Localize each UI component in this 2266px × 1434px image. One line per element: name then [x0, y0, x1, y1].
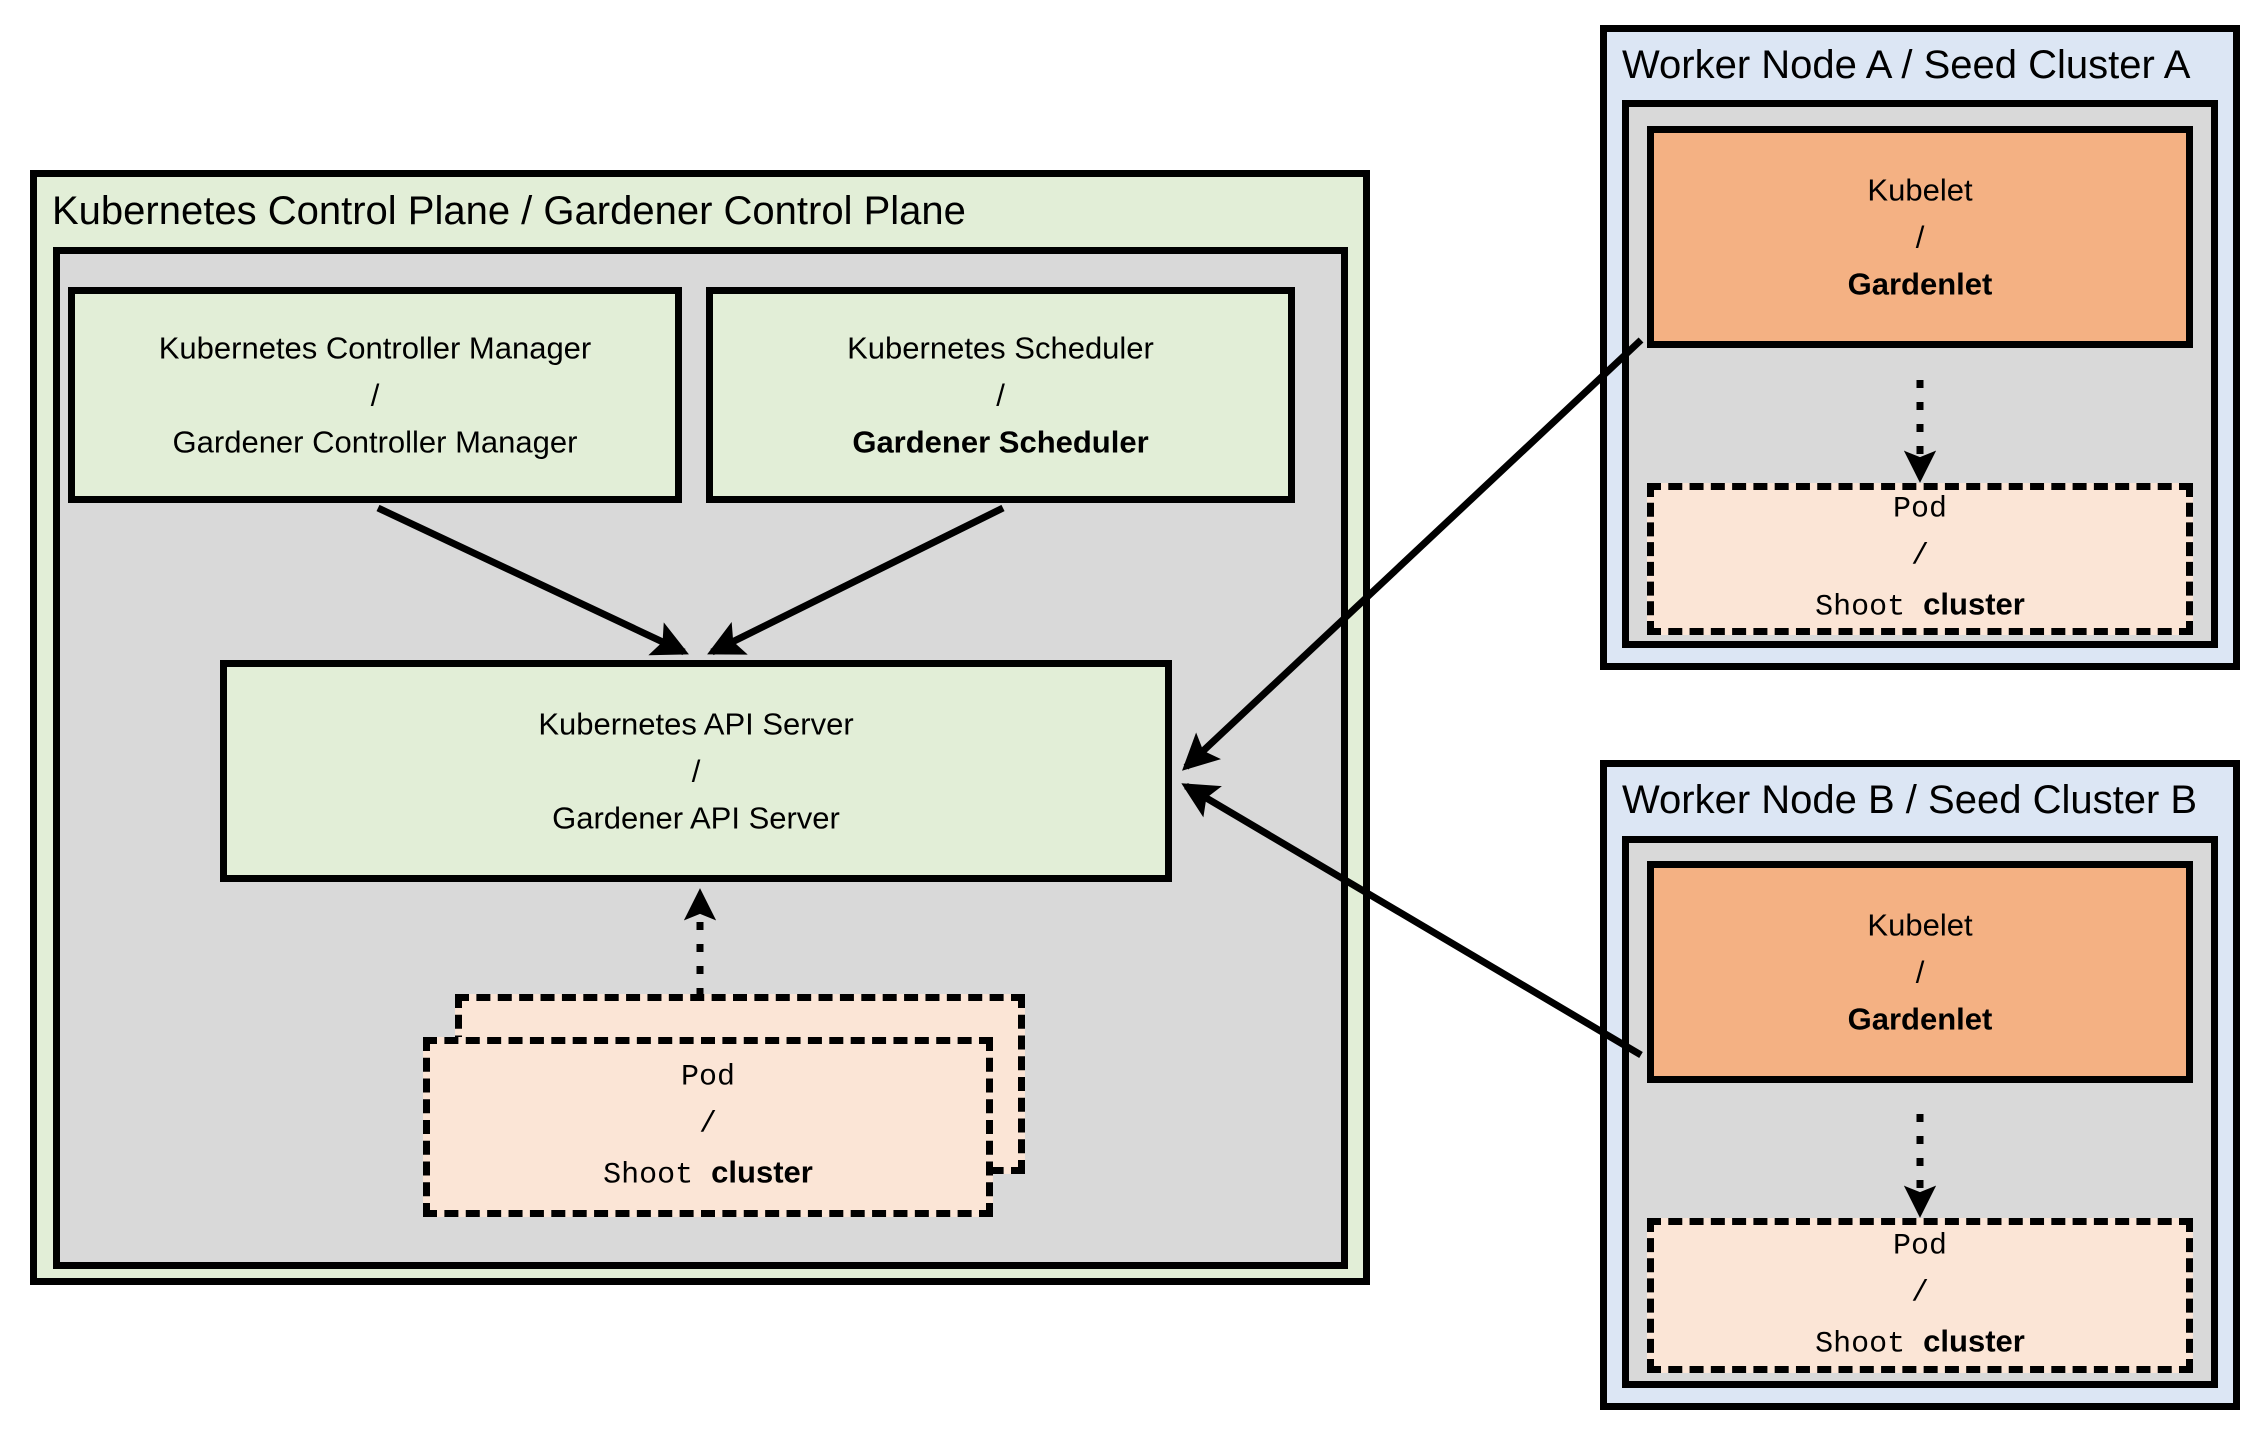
- control-plane-pod-cluster: cluster: [711, 1154, 813, 1190]
- controller-manager-separator: /: [370, 377, 380, 413]
- control-plane-pod-separator: /: [698, 1107, 717, 1142]
- worker-node-b-kubelet-separator: /: [1915, 954, 1925, 990]
- api-server-line1: Kubernetes API Server: [538, 706, 854, 742]
- kubernetes-api-server-box[interactable]: Kubernetes API Server / Gardener API Ser…: [220, 660, 1172, 882]
- worker-node-a-kubelet-line1: Kubelet: [1867, 172, 1973, 208]
- worker-node-a-pod-line1: Pod: [1892, 492, 1947, 527]
- control-plane-title: Kubernetes Control Plane / Gardener Cont…: [52, 189, 966, 233]
- scheduler-line1: Kubernetes Scheduler: [847, 330, 1154, 366]
- worker-node-b-kubelet-box[interactable]: Kubelet / Gardenlet: [1647, 861, 2193, 1083]
- control-plane-pod-shoot: Shoot: [603, 1158, 712, 1193]
- worker-node-b-kubelet-line1: Kubelet: [1867, 907, 1973, 943]
- controller-manager-line1: Kubernetes Controller Manager: [158, 330, 592, 366]
- worker-node-a-pod-separator: /: [1910, 539, 1929, 574]
- control-plane-pod-line1: Pod: [680, 1060, 735, 1095]
- controller-manager-label: Kubernetes Controller Manager / Gardener…: [75, 325, 675, 466]
- worker-node-a-pod-shoot: Shoot: [1815, 590, 1924, 625]
- worker-node-a-kubelet-box[interactable]: Kubelet / Gardenlet: [1647, 126, 2193, 348]
- worker-node-b-pod[interactable]: Pod / Shoot cluster: [1647, 1218, 2193, 1373]
- worker-node-a-kubelet-separator: /: [1915, 219, 1925, 255]
- worker-node-a-pod[interactable]: Pod / Shoot cluster: [1647, 483, 2193, 635]
- controller-manager-line2: Gardener Controller Manager: [172, 424, 578, 460]
- worker-node-a-pod-cluster: cluster: [1923, 586, 2025, 622]
- worker-node-a-pod-label: Pod / Shoot cluster: [1654, 487, 2186, 632]
- control-plane-pod-line2: Shoot cluster: [430, 1149, 986, 1200]
- worker-node-a-gardenlet: Gardenlet: [1847, 266, 1993, 302]
- kubernetes-controller-manager-box[interactable]: Kubernetes Controller Manager / Gardener…: [68, 287, 682, 503]
- worker-node-b-pod-cluster: cluster: [1923, 1323, 2025, 1358]
- scheduler-line2: Gardener Scheduler: [852, 424, 1149, 460]
- scheduler-label: Kubernetes Scheduler / Gardener Schedule…: [713, 325, 1288, 466]
- api-server-line2: Gardener API Server: [552, 800, 840, 836]
- control-plane-pod-label: Pod / Shoot cluster: [430, 1055, 986, 1200]
- worker-node-a-kubelet-label: Kubelet / Gardenlet: [1654, 167, 2186, 308]
- api-server-separator: /: [691, 753, 701, 789]
- control-plane-pod[interactable]: Pod / Shoot cluster: [423, 1037, 993, 1217]
- kubernetes-scheduler-box[interactable]: Kubernetes Scheduler / Gardener Schedule…: [706, 287, 1295, 503]
- worker-node-b-title: Worker Node B / Seed Cluster B: [1622, 778, 2198, 822]
- scheduler-separator: /: [996, 377, 1005, 413]
- worker-node-b-pod-label: Pod / Shoot cluster: [1654, 1223, 2186, 1368]
- worker-node-b-pod-line2: Shoot cluster: [1654, 1317, 2186, 1368]
- worker-node-b-pod-separator: /: [1910, 1276, 1929, 1310]
- worker-node-b-gardenlet: Gardenlet: [1847, 1001, 1993, 1037]
- worker-node-b-pod-shoot: Shoot: [1815, 1327, 1924, 1361]
- worker-node-a-title: Worker Node A / Seed Cluster A: [1622, 43, 2191, 87]
- worker-node-b-kubelet-label: Kubelet / Gardenlet: [1654, 902, 2186, 1043]
- worker-node-a-pod-line2: Shoot cluster: [1654, 581, 2186, 632]
- api-server-label: Kubernetes API Server / Gardener API Ser…: [227, 701, 1165, 842]
- worker-node-b-pod-line1: Pod: [1892, 1229, 1947, 1263]
